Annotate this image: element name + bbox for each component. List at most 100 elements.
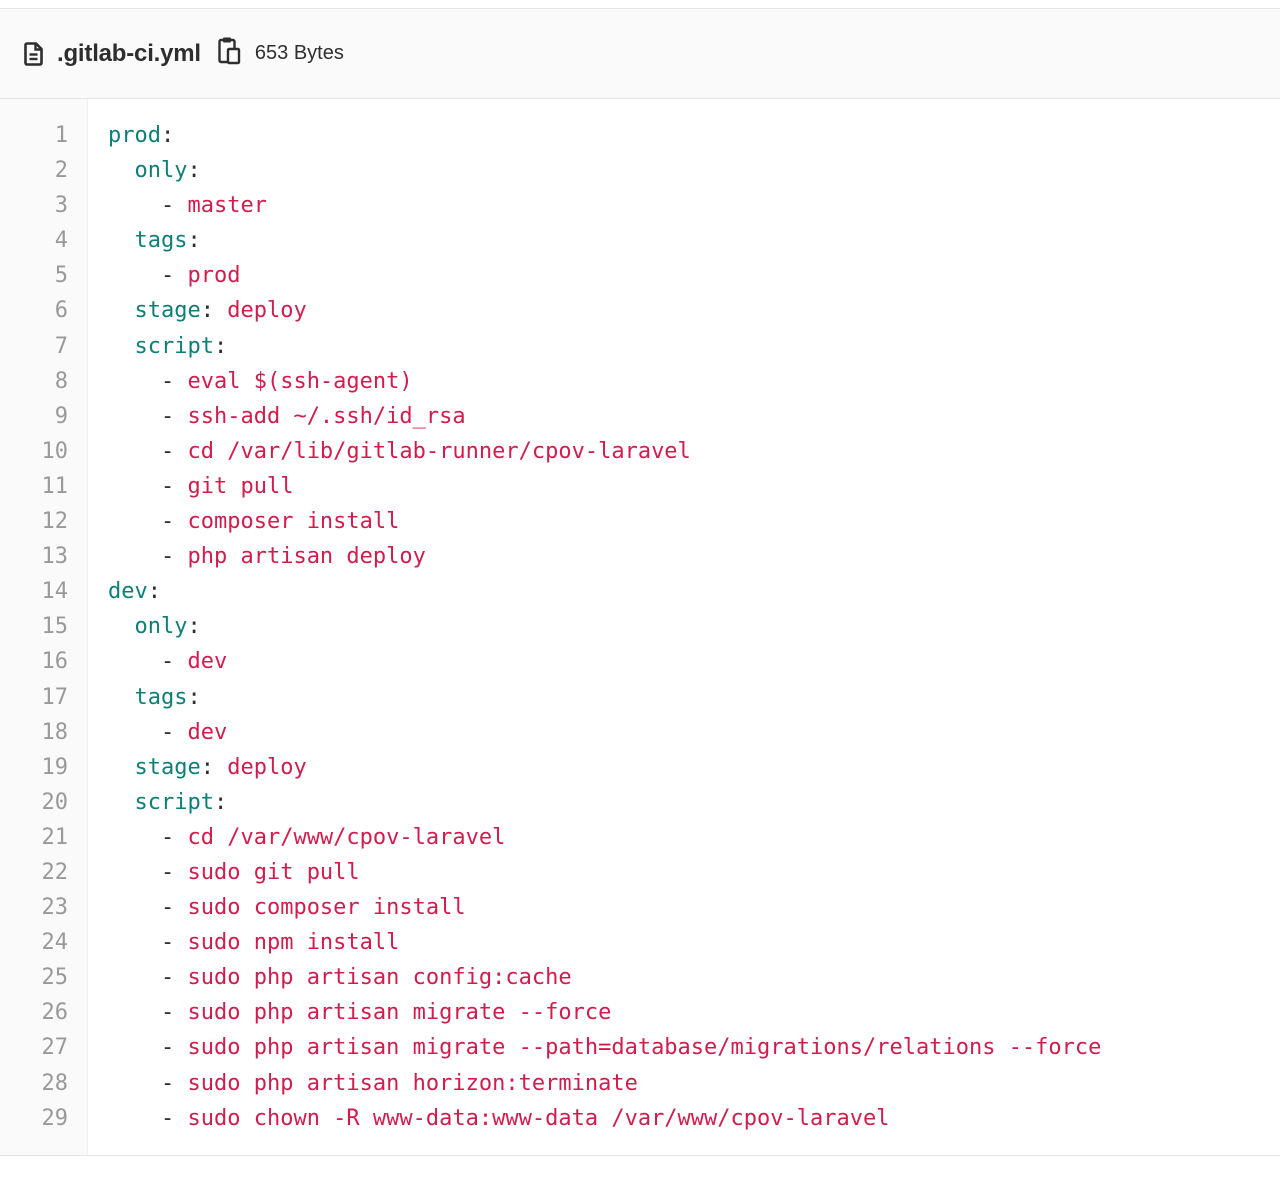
line-number[interactable]: 21 xyxy=(41,824,69,850)
code-line: - composer install xyxy=(108,504,1280,539)
line-number[interactable]: 27 xyxy=(41,1035,69,1061)
yaml-separator: : xyxy=(200,754,228,780)
yaml-list-dash: - xyxy=(160,930,188,956)
yaml-value: php artisan deploy xyxy=(187,544,426,570)
yaml-list-dash: - xyxy=(160,438,188,464)
code-indent xyxy=(108,685,135,710)
line-number[interactable]: 23 xyxy=(41,895,69,921)
line-number[interactable]: 10 xyxy=(41,438,69,464)
yaml-list-dash: - xyxy=(160,824,188,850)
copy-file-path-button[interactable] xyxy=(217,37,243,69)
code-indent xyxy=(108,263,161,288)
yaml-list-dash: - xyxy=(160,859,188,885)
code-indent xyxy=(108,1071,161,1096)
yaml-list-dash: - xyxy=(160,544,188,570)
yaml-key: dev xyxy=(108,579,148,605)
line-number[interactable]: 11 xyxy=(41,473,69,499)
code-line: - ssh-add ~/.ssh/id_rsa xyxy=(108,399,1280,434)
yaml-key: only xyxy=(134,158,188,184)
yaml-value: sudo chown -R www-data:www-data /var/www… xyxy=(187,1105,890,1131)
yaml-key: prod xyxy=(108,123,161,148)
line-number[interactable]: 16 xyxy=(41,649,69,675)
yaml-key: stage xyxy=(134,298,201,324)
line-number[interactable]: 24 xyxy=(41,930,69,956)
line-number[interactable]: 6 xyxy=(54,298,68,324)
code-line: - sudo php artisan horizon:terminate xyxy=(108,1066,1280,1101)
code-indent xyxy=(108,825,161,850)
line-number[interactable]: 13 xyxy=(41,544,69,570)
file-header: .gitlab-ci.yml 653 Bytes xyxy=(0,9,1280,99)
line-number[interactable]: 12 xyxy=(41,509,69,535)
yaml-value: git pull xyxy=(187,473,294,499)
line-number[interactable]: 25 xyxy=(41,965,69,991)
code-indent xyxy=(108,509,161,534)
code-indent xyxy=(108,334,135,359)
yaml-value: sudo php artisan migrate --force xyxy=(187,1000,612,1026)
code-line: prod: xyxy=(108,118,1280,153)
yaml-list-dash: - xyxy=(160,1000,188,1026)
code-line: - php artisan deploy xyxy=(108,539,1280,574)
code-line: - master xyxy=(108,188,1280,223)
yaml-key: script xyxy=(134,789,214,815)
line-number[interactable]: 4 xyxy=(54,228,68,254)
line-number[interactable]: 20 xyxy=(41,789,69,815)
code-line: script: xyxy=(108,785,1280,820)
yaml-value: sudo php artisan migrate --path=database… xyxy=(187,1035,1102,1061)
yaml-key: script xyxy=(134,333,214,359)
yaml-value: deploy xyxy=(227,754,307,780)
code-indent xyxy=(108,1106,161,1131)
line-number[interactable]: 7 xyxy=(54,333,68,359)
code-indent xyxy=(108,369,161,394)
line-number[interactable]: 2 xyxy=(54,158,68,184)
yaml-value: sudo php artisan horizon:terminate xyxy=(187,1070,638,1096)
code-indent xyxy=(108,474,161,499)
yaml-separator: : xyxy=(187,614,201,640)
code-line: - eval $(ssh-agent) xyxy=(108,364,1280,399)
code-indent xyxy=(108,755,135,780)
code-line: - sudo npm install xyxy=(108,925,1280,960)
yaml-list-dash: - xyxy=(160,965,188,991)
code-indent xyxy=(108,193,161,218)
yaml-list-dash: - xyxy=(160,1105,188,1131)
line-number[interactable]: 3 xyxy=(54,193,68,219)
code-line: - sudo php artisan migrate --path=databa… xyxy=(108,1030,1280,1065)
line-number[interactable]: 17 xyxy=(41,684,69,710)
line-number[interactable]: 5 xyxy=(54,263,68,289)
yaml-separator: : xyxy=(213,789,228,815)
line-number[interactable]: 26 xyxy=(41,1000,69,1026)
line-number[interactable]: 8 xyxy=(54,368,68,394)
line-number[interactable]: 9 xyxy=(54,403,68,429)
line-number[interactable]: 19 xyxy=(41,754,69,780)
code-line: - git pull xyxy=(108,469,1280,504)
yaml-value: master xyxy=(187,193,267,219)
yaml-value: eval $(ssh-agent) xyxy=(187,368,413,394)
code-line: - cd /var/www/cpov-laravel xyxy=(108,820,1280,855)
code-line: only: xyxy=(108,609,1280,644)
yaml-separator: : xyxy=(213,333,228,359)
yaml-value: cd /var/www/cpov-laravel xyxy=(187,824,506,850)
yaml-value: sudo composer install xyxy=(187,895,466,921)
code-line: - dev xyxy=(108,715,1280,750)
code-indent xyxy=(108,649,161,674)
code-viewer: prod: only: - master tags: - prod stage:… xyxy=(88,99,1280,1155)
yaml-list-dash: - xyxy=(160,403,188,429)
yaml-key: only xyxy=(134,614,188,640)
line-number[interactable]: 18 xyxy=(41,719,69,745)
line-number[interactable]: 22 xyxy=(41,859,69,885)
line-number[interactable]: 28 xyxy=(41,1070,69,1096)
code-line: script: xyxy=(108,329,1280,364)
yaml-list-dash: - xyxy=(160,473,188,499)
line-number[interactable]: 14 xyxy=(41,579,69,605)
line-number[interactable]: 29 xyxy=(41,1105,69,1131)
yaml-value: cd /var/lib/gitlab-runner/cpov-laravel xyxy=(187,438,691,464)
code-indent xyxy=(108,930,161,955)
code-line: - sudo php artisan migrate --force xyxy=(108,995,1280,1030)
yaml-value: sudo npm install xyxy=(187,930,400,956)
yaml-list-dash: - xyxy=(160,193,188,219)
file-size: 653 Bytes xyxy=(254,42,344,64)
yaml-key: tags xyxy=(134,684,188,710)
line-number[interactable]: 15 xyxy=(41,614,69,640)
code-line: - sudo chown -R www-data:www-data /var/w… xyxy=(108,1101,1280,1136)
line-number[interactable]: 1 xyxy=(54,123,68,148)
